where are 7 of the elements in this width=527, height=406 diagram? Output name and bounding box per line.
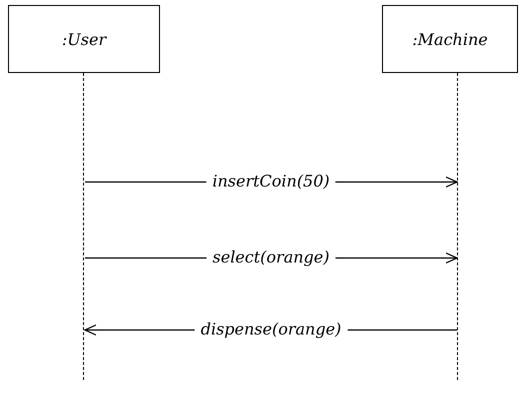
lifeline [83,73,85,380]
participant-box: :Machine [382,5,518,73]
participant-box: :User [8,5,160,73]
message-label: select(orange) [206,248,336,266]
message-label: insertCoin(50) [206,172,336,190]
lifeline [457,73,459,380]
message-label: dispense(orange) [194,320,348,338]
